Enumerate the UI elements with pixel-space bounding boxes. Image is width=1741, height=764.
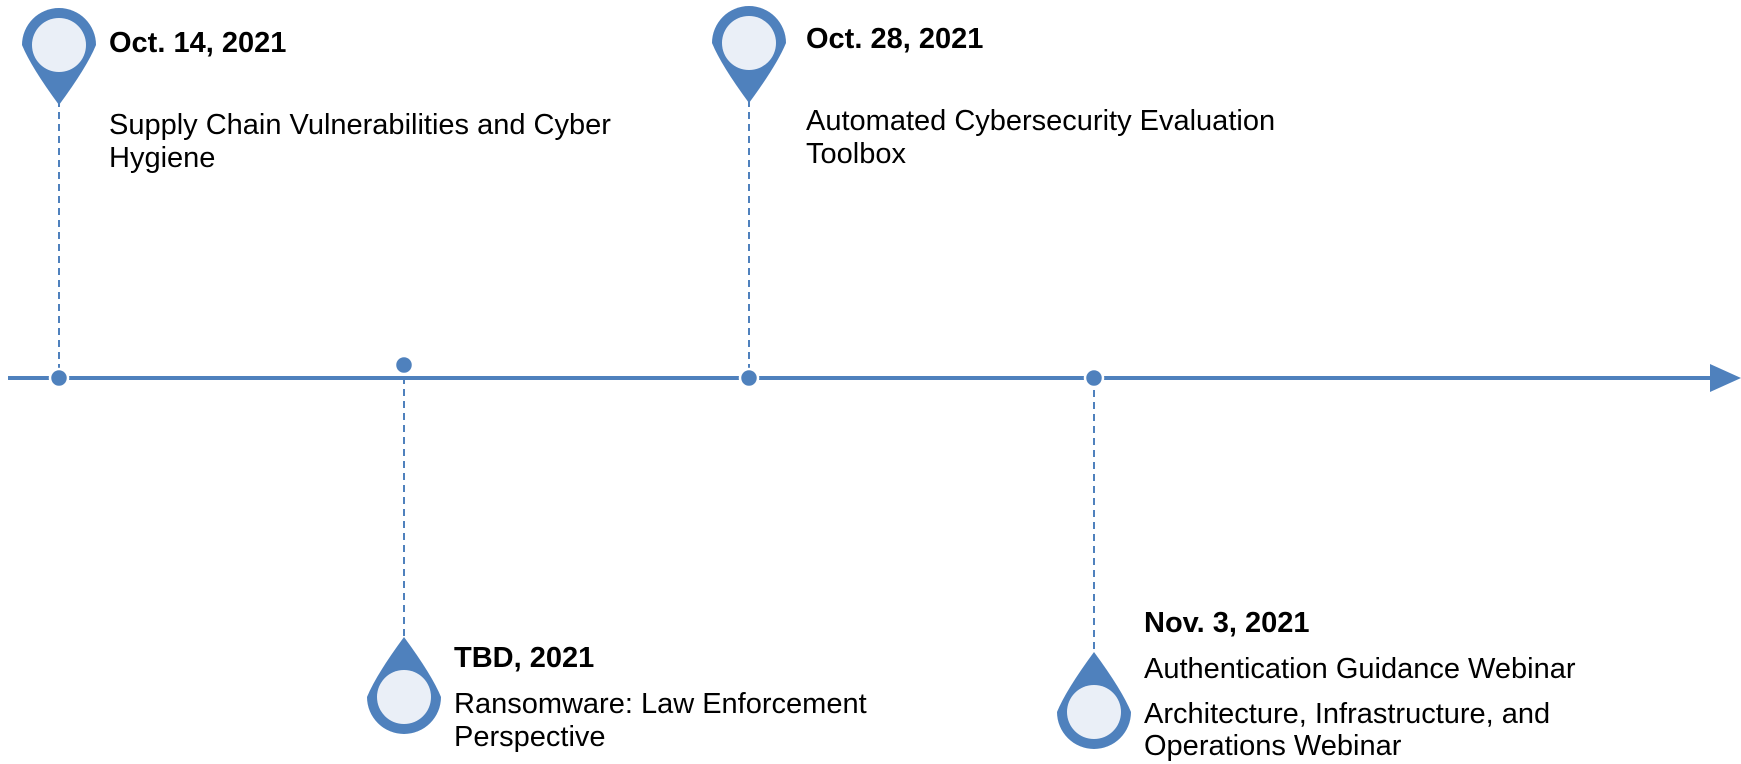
event-4-item-2-title-line-2: Operations Webinar [1144,730,1402,762]
event-1-date: Oct. 14, 2021 [109,27,287,59]
event-3-title-line-1: Automated Cybersecurity Evaluation [806,105,1276,137]
event-4-item-1-title: Authentication Guidance Webinar [1144,653,1576,685]
event-1-axis-dot [48,367,70,389]
event-4-pin-icon [1057,652,1131,749]
event-3-title-line-2: Toolbox [806,138,906,170]
event-1-title-line-2: Hygiene [109,142,216,174]
event-4-axis-dot [1083,367,1105,389]
event-2-pin-icon [367,637,441,734]
event-2-title-line-1: Ransomware: Law Enforcement [454,688,867,720]
event-1-pin-icon [22,8,96,105]
event-2-title-line-2: Perspective [454,721,606,753]
event-4-date: Nov. 3, 2021 [1144,607,1310,639]
event-3-date: Oct. 28, 2021 [806,23,984,55]
timeline-arrowhead-icon [1710,364,1741,392]
event-2-date: TBD, 2021 [454,642,595,674]
event-3-pin-icon [712,6,786,103]
event-3-axis-dot [738,367,760,389]
event-1-title-line-1: Supply Chain Vulnerabilities and Cyber [109,109,611,141]
event-4-item-2-title-line-1: Architecture, Infrastructure, and [1144,698,1551,730]
event-2-axis-dot [393,354,415,376]
